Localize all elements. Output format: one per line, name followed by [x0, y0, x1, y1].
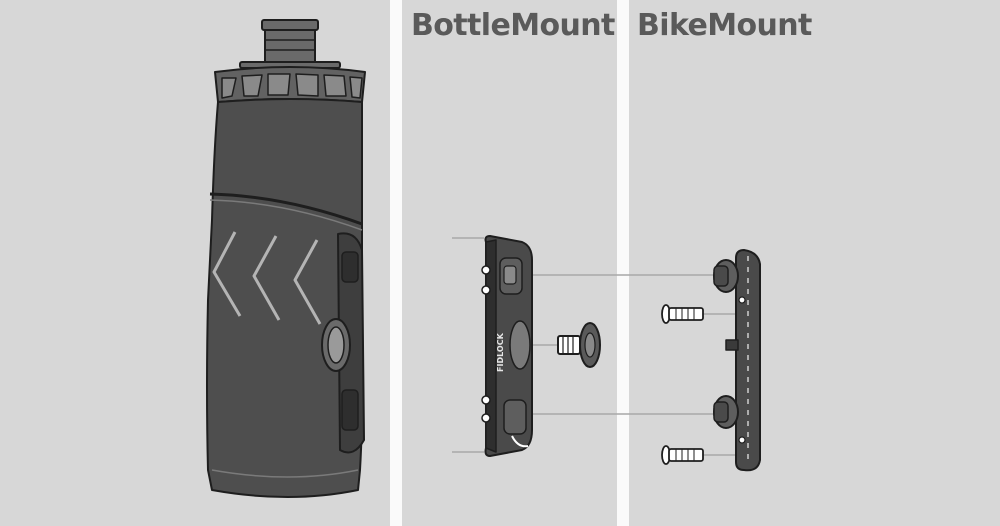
leader-lines [452, 237, 742, 456]
divider-right [617, 0, 629, 526]
bike-mount-part [713, 249, 761, 472]
panel-bike-mount [629, 0, 1000, 526]
bottle-mount-magnet [509, 320, 531, 370]
frame-screw-bottom [661, 445, 704, 465]
center-screw [557, 322, 601, 368]
bottle-cap-top [261, 19, 319, 31]
bottle-mount-part: FIDLOCK [481, 235, 533, 457]
bottle-cap-neck [264, 29, 316, 65]
bottle-body [206, 98, 364, 498]
bottle-mount-title: BottleMount [411, 8, 615, 43]
grip-chevron [293, 239, 322, 325]
water-bottle [206, 19, 366, 498]
grip-chevron [252, 235, 281, 321]
bike-mount-title: BikeMount [637, 8, 812, 43]
frame-screw-top [661, 304, 704, 324]
brand-mark: FIDLOCK [496, 332, 505, 372]
grip-chevron [212, 231, 242, 317]
divider-left [390, 0, 402, 526]
